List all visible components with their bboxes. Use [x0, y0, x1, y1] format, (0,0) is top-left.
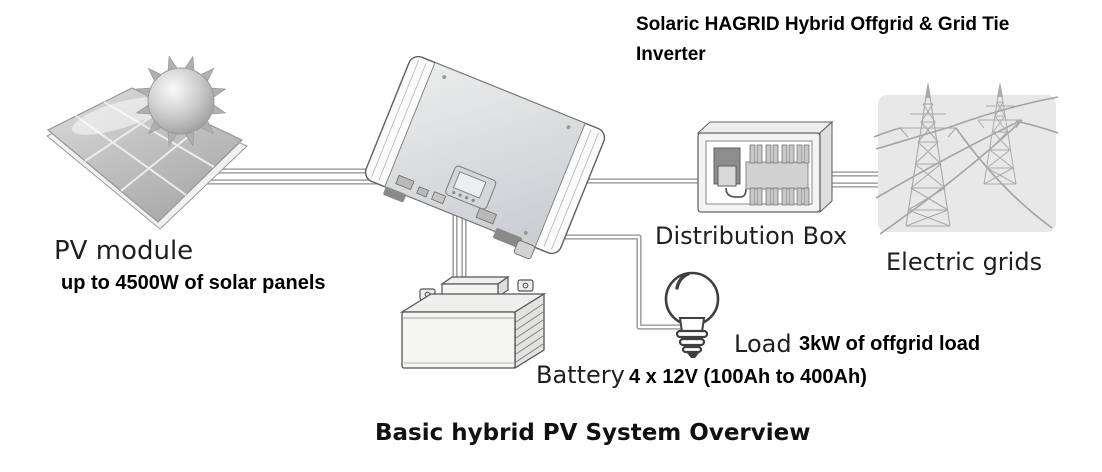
wire-inverter-to-load	[520, 234, 688, 330]
meter-module	[713, 147, 747, 198]
inverter-title: Solaric HAGRID Hybrid Offgrid & Grid Tie…	[636, 14, 1010, 65]
tower-front	[899, 82, 957, 227]
breaker-row	[745, 144, 810, 206]
distribution-box-label: Distribution Box	[655, 222, 848, 250]
display-panel	[445, 165, 497, 210]
load-label: Load	[734, 330, 792, 358]
load-detail: 3kW of offgrid load	[799, 333, 981, 355]
bottom-connectors	[383, 174, 535, 260]
pv-module-detail: up to 4500W of solar panels	[61, 272, 326, 294]
light-bulb-icon	[664, 271, 720, 358]
sun-icon	[135, 55, 227, 147]
battery-label: Battery	[536, 361, 625, 389]
wire-pv-to-inverter	[197, 168, 392, 185]
bulb-threads	[675, 329, 709, 354]
rail-lines	[371, 60, 599, 250]
battery-icon	[399, 275, 547, 370]
power-cables	[873, 96, 1059, 235]
inverter-icon	[364, 55, 606, 260]
electric-grids-label: Electric grids	[886, 248, 1043, 276]
battery-detail: 4 x 12V (100Ah to 400Ah)	[629, 366, 867, 388]
transmission-towers-icon	[873, 82, 1059, 235]
diagram-caption: Basic hybrid PV System Overview	[375, 420, 811, 446]
tower-back	[977, 82, 1023, 185]
distribution-box-icon	[696, 120, 834, 214]
pv-module-label: PV module	[54, 236, 194, 266]
battery-ridges	[515, 303, 544, 363]
